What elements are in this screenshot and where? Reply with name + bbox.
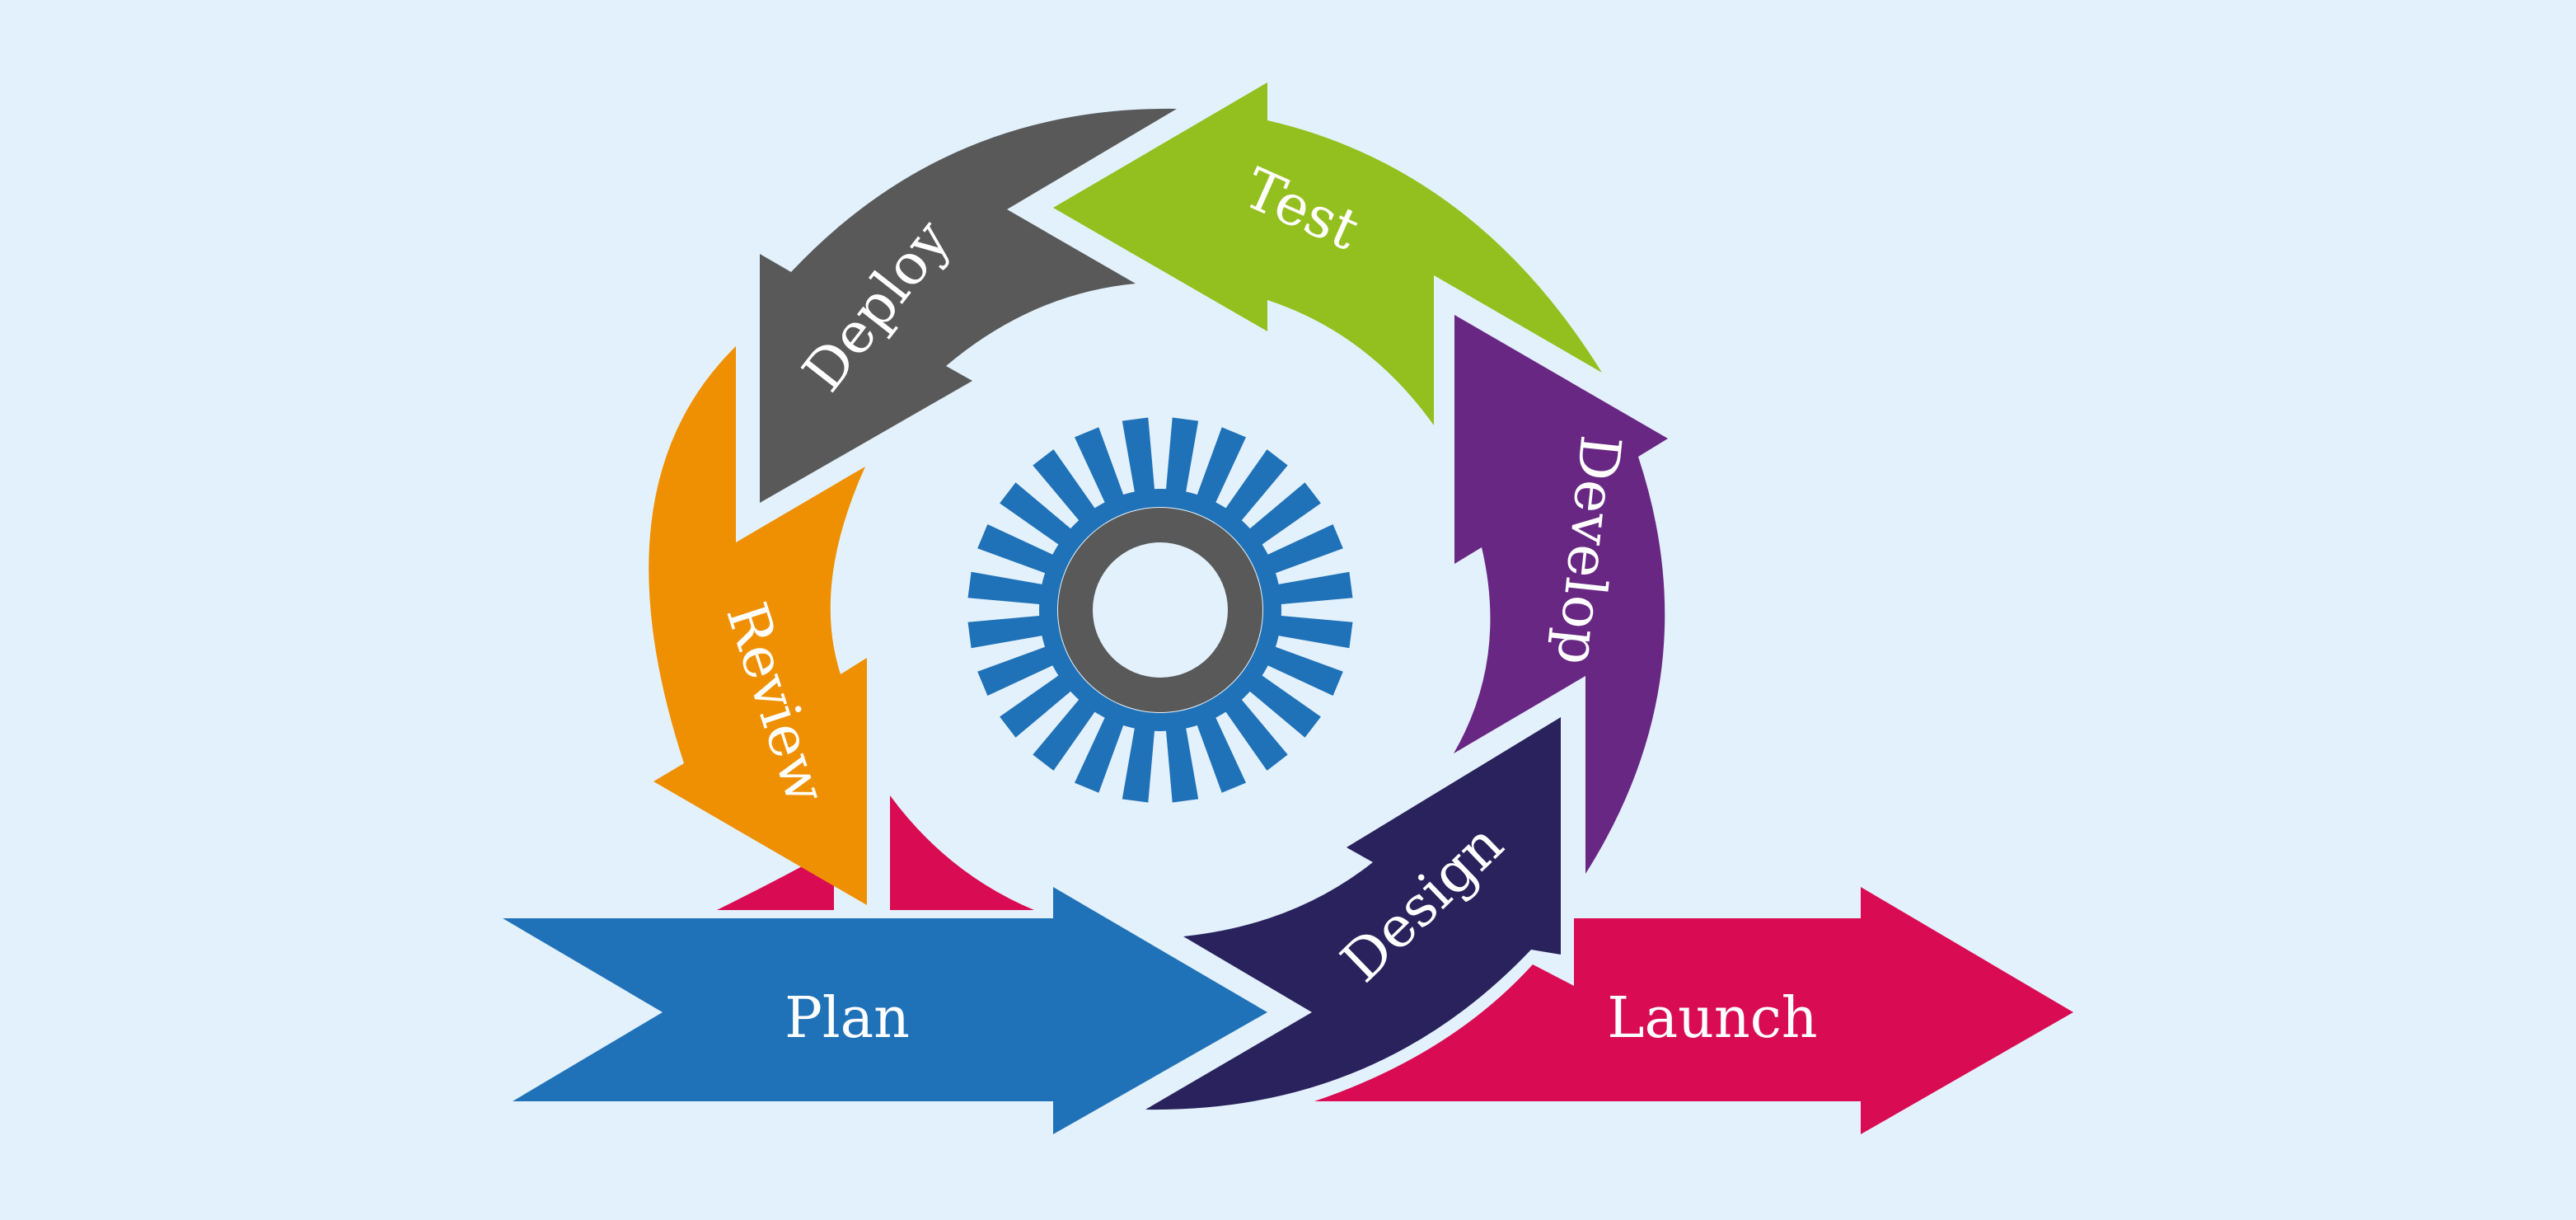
gear-tooth <box>1245 482 1321 548</box>
develop-arrow: Develop <box>1454 315 1668 874</box>
gear-tooth <box>1075 712 1126 793</box>
gear-tooth <box>1222 449 1288 525</box>
gear-hub <box>1093 542 1228 678</box>
gear-tooth <box>1033 449 1098 525</box>
gear-tooth <box>1222 695 1288 771</box>
gear-tooth <box>1165 722 1199 803</box>
gear-icon <box>967 417 1353 803</box>
gear-tooth <box>1272 615 1353 649</box>
plan-label: Plan <box>785 986 910 1051</box>
gear-tooth <box>1000 482 1075 548</box>
gear-tooth <box>1195 712 1246 793</box>
gear-tooth <box>1245 672 1321 738</box>
gear-tooth <box>967 615 1048 649</box>
gear-tooth <box>977 645 1058 696</box>
gear-tooth <box>967 571 1048 605</box>
plan-arrow: Plan <box>503 887 1267 1134</box>
gear-tooth <box>1272 571 1353 605</box>
gear-tooth <box>1195 427 1246 508</box>
test-arrow: Test <box>1053 82 1602 425</box>
gear-tooth <box>1033 695 1098 771</box>
gear-tooth <box>1165 417 1199 498</box>
review-arrow: Review <box>649 346 867 905</box>
gear-tooth <box>1000 672 1075 738</box>
gear-tooth <box>977 524 1058 575</box>
launch-arrow: Launch <box>717 795 2073 1134</box>
gear-teeth <box>967 417 1353 803</box>
launch-label: Launch <box>1607 986 1817 1051</box>
gear-tooth <box>1122 722 1155 803</box>
gear-tooth <box>1122 417 1155 498</box>
gear-tooth <box>1262 524 1343 575</box>
design-arrow: Design <box>1145 717 1561 1110</box>
gear-tooth <box>1075 427 1126 508</box>
gear-tooth <box>1262 645 1343 696</box>
deploy-arrow: Deploy <box>760 108 1177 503</box>
